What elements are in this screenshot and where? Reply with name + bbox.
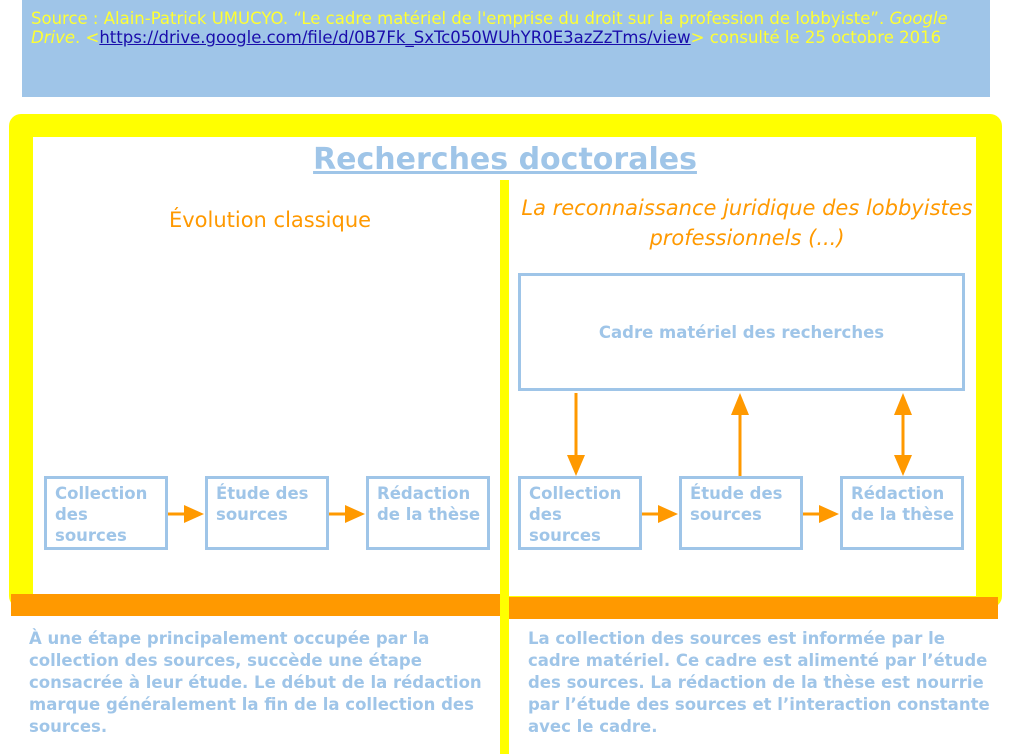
right-step-redaction: Rédaction de la thèse — [840, 476, 964, 550]
left-arrow-1 — [168, 505, 204, 523]
source-after-site: . < — [75, 28, 100, 47]
left-heading: Évolution classique — [168, 208, 372, 232]
source-citation: Source : Alain-Patrick UMUCYO. “Le cadre… — [22, 0, 990, 97]
diagram-title: Recherches doctorales — [313, 142, 697, 177]
orange-bar-right — [509, 597, 998, 619]
left-caption: À une étape principalement occupée par l… — [29, 629, 482, 736]
source-suffix: > consulté le 25 octobre 2016 — [690, 28, 942, 47]
right-caption: La collection des sources est informée p… — [528, 629, 990, 736]
right-step-collection: Collection des sources — [518, 476, 642, 550]
frame-label: Cadre matériel des recherches — [598, 322, 885, 342]
source-site: Google Drive — [31, 9, 948, 47]
center-divider — [500, 180, 509, 754]
left-step-collection: Collection des sources — [44, 476, 168, 550]
orange-bar-left — [11, 594, 500, 616]
source-prefix: Source : Alain-Patrick UMUCYO. “Le cadre… — [31, 9, 890, 28]
right-arrow-2 — [803, 505, 839, 523]
source-link[interactable]: https://drive.google.com/file/d/0B7Fk_Sx… — [99, 28, 691, 47]
etude-to-frame-arrow — [731, 393, 749, 476]
frame-box: Cadre matériel des recherches — [518, 273, 965, 391]
right-step-etude: Étude des sources — [679, 476, 803, 550]
right-arrow-1 — [642, 505, 678, 523]
left-arrow-2 — [329, 505, 365, 523]
left-step-etude: Étude des sources — [205, 476, 329, 550]
right-heading: La reconnaissance juridique des lobbyist… — [521, 196, 973, 250]
redaction-frame-double-arrow — [894, 393, 912, 476]
left-step-redaction: Rédaction de la thèse — [366, 476, 490, 550]
frame-to-collection-arrow — [567, 393, 585, 476]
